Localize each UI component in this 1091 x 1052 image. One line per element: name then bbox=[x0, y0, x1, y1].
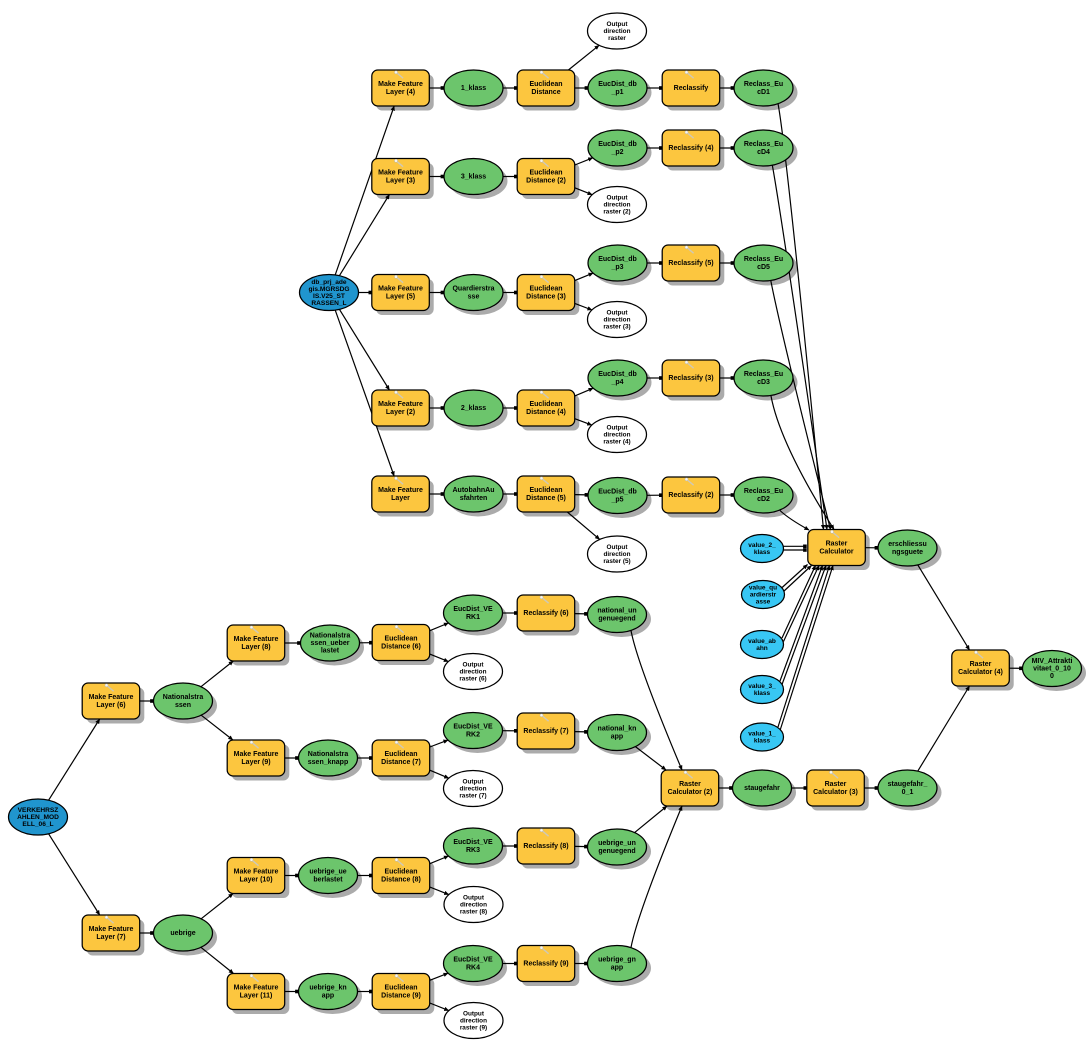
svg-text:Reclassify (5): Reclassify (5) bbox=[668, 260, 713, 267]
svg-text:Reclassify (3): Reclassify (3) bbox=[668, 375, 713, 382]
svg-text:2_klass: 2_klass bbox=[461, 405, 486, 412]
svg-text:EucDist_db_p2: EucDist_db_p2 bbox=[598, 141, 637, 156]
svg-text:3_klass: 3_klass bbox=[461, 173, 486, 180]
svg-text:national_knapp: national_knapp bbox=[598, 725, 637, 740]
svg-text:value_1_klass: value_1_klass bbox=[748, 730, 776, 744]
svg-text:staugefahr: staugefahr bbox=[744, 785, 780, 792]
svg-text:EucDist_db_p1: EucDist_db_p1 bbox=[598, 81, 637, 96]
svg-text:Reclassify (7): Reclassify (7) bbox=[523, 728, 568, 735]
svg-text:uebrige_knapp: uebrige_knapp bbox=[309, 984, 346, 999]
svg-text:Reclassify (6): Reclassify (6) bbox=[523, 610, 568, 617]
svg-text:staugefahr_0_1: staugefahr_0_1 bbox=[888, 781, 928, 796]
svg-text:Reclassify (9): Reclassify (9) bbox=[523, 960, 568, 967]
svg-text:Reclassify (2): Reclassify (2) bbox=[668, 492, 713, 499]
svg-text:value_3_klass: value_3_klass bbox=[748, 683, 776, 697]
svg-text:value_2_klass: value_2_klass bbox=[748, 542, 776, 556]
svg-text:1_klass: 1_klass bbox=[461, 85, 486, 92]
svg-text:Reclassify: Reclassify bbox=[674, 85, 709, 92]
svg-text:Reclassify (8): Reclassify (8) bbox=[523, 843, 568, 850]
svg-text:EucDist_db_p3: EucDist_db_p3 bbox=[598, 256, 637, 271]
svg-text:Reclassify (4): Reclassify (4) bbox=[668, 145, 713, 152]
svg-text:EucDist_db_p4: EucDist_db_p4 bbox=[598, 371, 637, 386]
svg-text:uebrige: uebrige bbox=[170, 930, 195, 937]
svg-text:EucDist_db_p5: EucDist_db_p5 bbox=[598, 488, 637, 503]
